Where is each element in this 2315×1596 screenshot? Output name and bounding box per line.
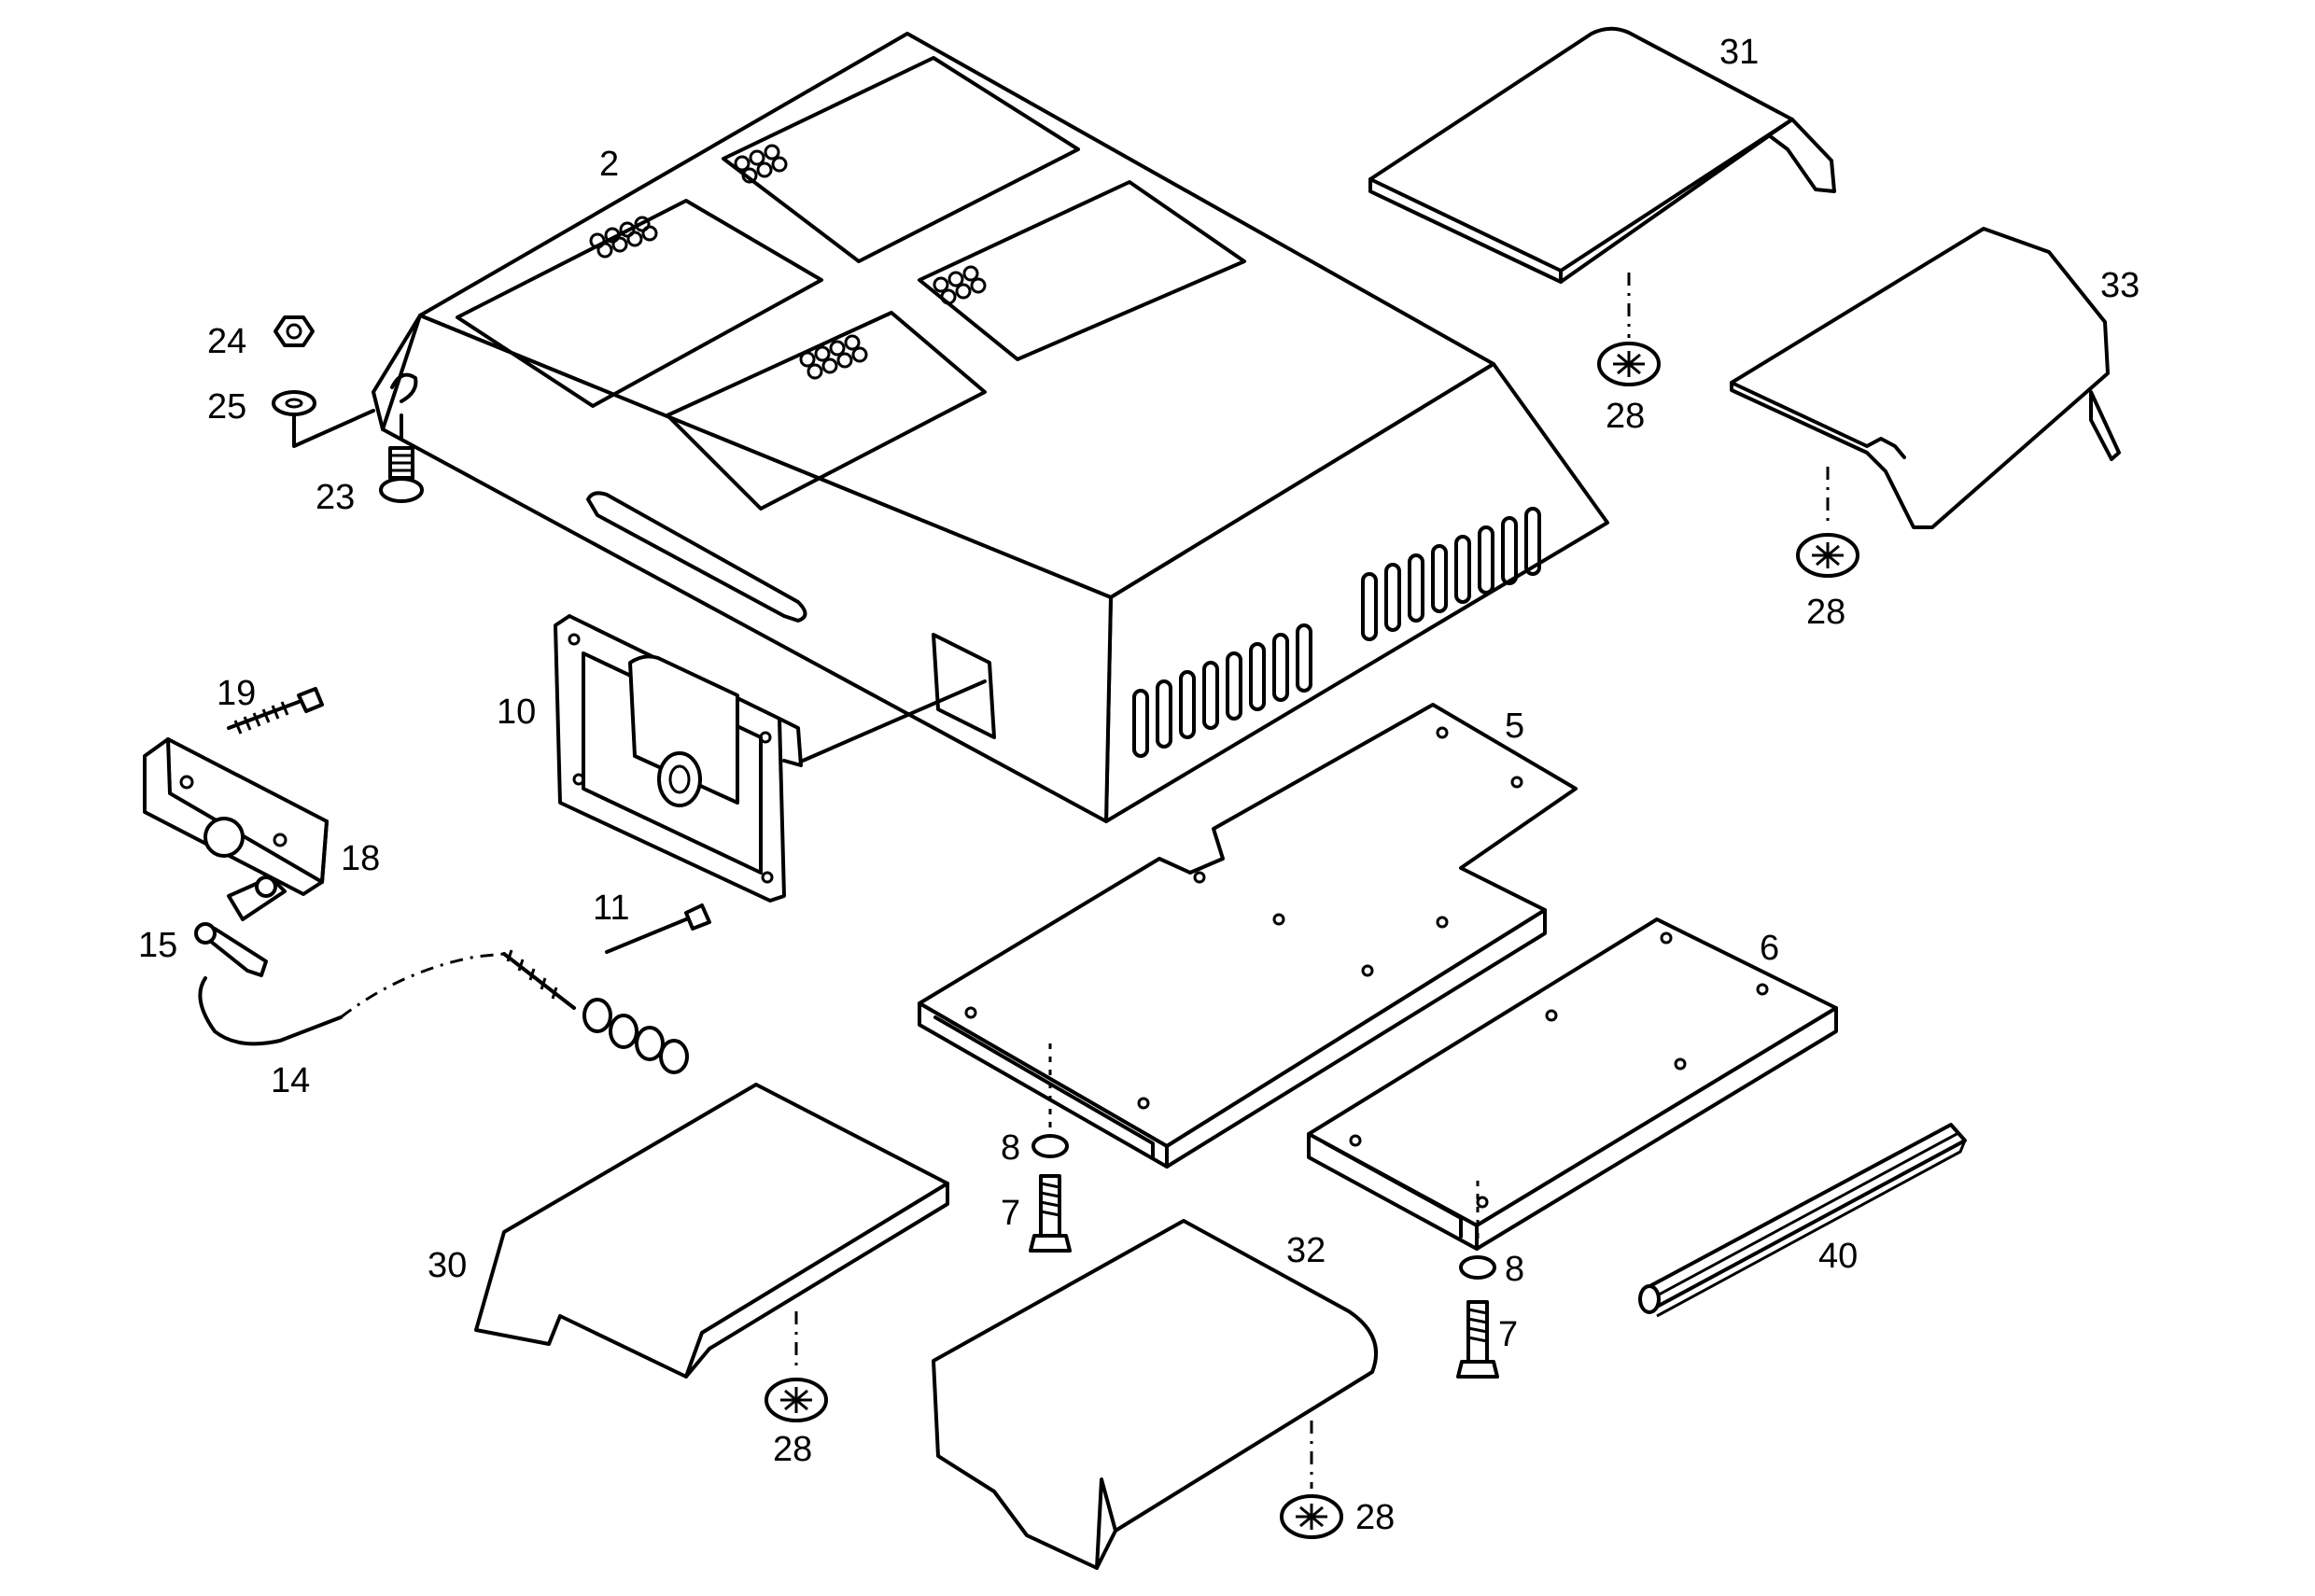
callout-18: 18 <box>341 839 380 878</box>
part-33-cover <box>1730 227 2121 529</box>
callout-8a: 8 <box>1001 1128 1020 1168</box>
callout-33: 33 <box>2100 266 2140 305</box>
callout-28d: 28 <box>1355 1498 1395 1537</box>
part-31-cover <box>1368 26 1836 284</box>
callout-14: 14 <box>271 1061 310 1100</box>
callout-30: 30 <box>428 1246 467 1285</box>
part-6-plate <box>1307 917 1838 1251</box>
part-28-clip-b <box>1796 533 1859 578</box>
part-11-bolt <box>605 903 711 954</box>
callout-24: 24 <box>207 322 246 361</box>
callout-7b: 7 <box>1498 1315 1518 1354</box>
callout-5: 5 <box>1505 707 1524 746</box>
part-19-screw <box>227 687 324 735</box>
callout-8b: 8 <box>1505 1250 1524 1289</box>
callout-11: 11 <box>593 889 629 928</box>
callout-10: 10 <box>497 693 536 732</box>
part-24-nut <box>274 315 315 347</box>
part-8-washer-b <box>1459 1255 1496 1280</box>
part-8-washer-a <box>1031 1134 1069 1158</box>
part-40-strip <box>1638 1123 1967 1318</box>
part-14-rod <box>198 949 689 1074</box>
callout-19: 19 <box>217 674 256 713</box>
part-7-bolt-b <box>1456 1300 1499 1379</box>
part-28-clip-d <box>1280 1494 1343 1539</box>
part-10-latch-plate <box>554 614 987 903</box>
part-28-clip-a <box>1597 342 1661 386</box>
part-7-bolt-a <box>1029 1174 1072 1253</box>
part-23-pin <box>379 446 424 503</box>
callout-15: 15 <box>138 926 177 965</box>
callout-23: 23 <box>316 478 355 517</box>
part-30-cover <box>474 1083 949 1379</box>
part-2-hood <box>372 32 1609 823</box>
callout-7a: 7 <box>1001 1194 1020 1233</box>
part-28-clip-c <box>765 1378 828 1422</box>
callout-28b: 28 <box>1806 593 1845 632</box>
part-5-plate <box>918 703 1578 1169</box>
callout-28a: 28 <box>1606 397 1645 436</box>
callout-labels: 2 31 33 24 25 23 28 28 19 10 18 5 11 15 … <box>138 33 2140 1537</box>
part-18-latch-body <box>143 737 329 921</box>
callout-31: 31 <box>1719 33 1759 72</box>
callout-40: 40 <box>1818 1237 1858 1276</box>
part-15-clip <box>194 922 268 977</box>
callout-25: 25 <box>207 387 246 427</box>
callout-6: 6 <box>1760 929 1779 968</box>
callout-2: 2 <box>599 145 619 184</box>
callout-28c: 28 <box>773 1430 812 1469</box>
part-25-washer <box>272 390 316 416</box>
leader-line-25 <box>292 409 375 448</box>
part-32-cover <box>932 1219 1379 1570</box>
callout-32: 32 <box>1286 1231 1326 1270</box>
